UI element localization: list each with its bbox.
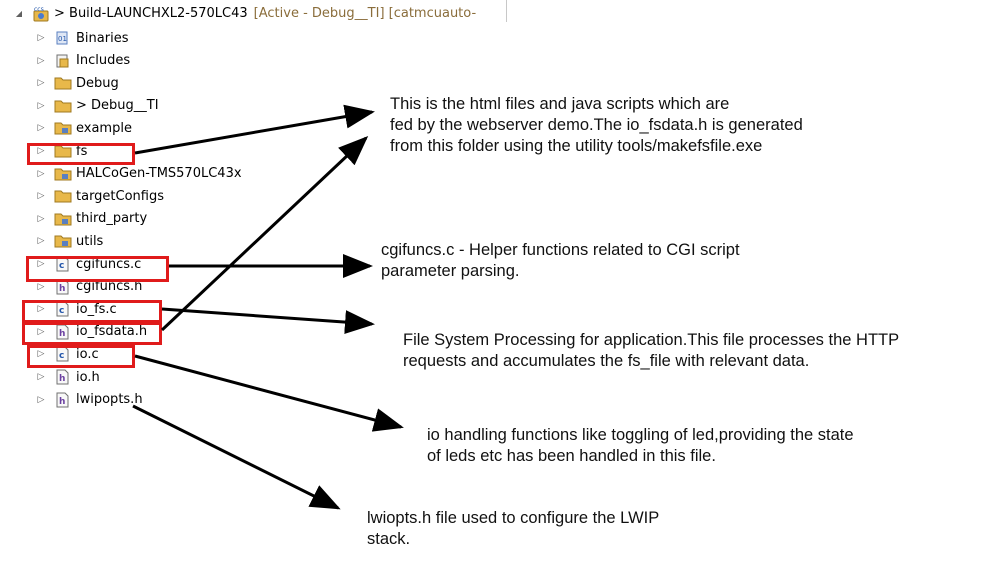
note-io: io handling functions like toggling of l… [427, 426, 854, 465]
note-cgifuncs: cgifuncs.c - Helper functions related to… [381, 241, 740, 280]
tree-item-utils[interactable]: ▷ utils [36, 231, 104, 251]
tree-item-cgifuncs-h[interactable]: ▷ h cgifuncs.h [36, 277, 142, 297]
expand-icon[interactable]: ▷ [37, 78, 45, 89]
expand-icon[interactable]: ▷ [37, 349, 45, 360]
expand-icon[interactable]: ▷ [37, 191, 45, 202]
expand-icon[interactable]: ▷ [37, 55, 45, 66]
arrow-fs [134, 104, 375, 155]
tree-item-label: fs [76, 143, 88, 159]
folder-icon [54, 75, 72, 91]
tree-item-debug[interactable]: ▷ Debug [36, 73, 119, 93]
svg-text:01: 01 [58, 35, 67, 43]
highlight-io-c [27, 345, 135, 368]
tree-item-includes[interactable]: ▷ Includes [36, 51, 131, 71]
expand-icon[interactable]: ▷ [37, 281, 45, 292]
svg-text:c: c [59, 261, 64, 271]
tree-item-label: Includes [76, 53, 131, 69]
view-border [506, 0, 507, 22]
note-io-fs: File System Processing for application.T… [403, 331, 900, 370]
tree-item-lwipopts-h[interactable]: ▷ h lwipopts.h [36, 390, 143, 410]
svg-text:h: h [59, 374, 65, 384]
svg-text:h: h [59, 329, 65, 339]
h-file-icon: h [54, 369, 72, 385]
includes-icon [54, 53, 72, 69]
tree-item-example[interactable]: ▷ example [36, 118, 132, 138]
project-decoration: [Active - Debug__TI] [catmcuauto- [253, 5, 477, 21]
tree-item-fs[interactable]: ▷ fs [36, 141, 88, 161]
tree-item-binaries[interactable]: ▷ 01 Binaries [36, 28, 129, 48]
tree-item-label: example [76, 120, 132, 136]
tree-item-label: targetConfigs [76, 188, 165, 204]
expand-icon[interactable]: ▷ [37, 146, 45, 156]
expand-icon[interactable]: ▷ [37, 304, 45, 315]
tree-item-label: io.c [76, 346, 99, 362]
arrow-io-fsdata [160, 135, 369, 332]
source-folder-icon [54, 120, 72, 136]
expand-icon[interactable]: ▷ [37, 123, 45, 134]
highlight-io-fsdata-h [22, 322, 162, 345]
collapse-icon[interactable]: ◢ [15, 8, 23, 18]
arrow-io [134, 354, 404, 432]
svg-text:c: c [59, 351, 64, 361]
folder-icon [54, 143, 72, 159]
binaries-icon: 01 [54, 30, 72, 46]
ccs-project-icon: ccs [32, 5, 50, 22]
tree-item-io-fs-c[interactable]: ▷ c io_fs.c [36, 299, 117, 319]
note-lwipopts: lwiopts.h file used to configure the LWI… [367, 509, 660, 548]
highlight-io-fs-c [22, 300, 162, 323]
tree-item-io-fsdata-h[interactable]: ▷ h io_fsdata.h [36, 322, 147, 342]
svg-text:h: h [59, 284, 65, 294]
tree-item-label: HALCoGen-TMS570LC43x [76, 166, 242, 182]
expand-icon[interactable]: ▷ [37, 259, 45, 269]
expand-icon[interactable]: ▷ [37, 394, 45, 405]
svg-text:h: h [59, 397, 65, 407]
tree-item-label: io_fsdata.h [76, 324, 148, 340]
tree-item-label: > Debug__TI [76, 98, 159, 114]
expand-icon[interactable]: ▷ [37, 326, 45, 337]
svg-text:c: c [59, 306, 64, 316]
folder-icon [54, 188, 72, 204]
tree-item-label: Binaries [76, 30, 129, 46]
tree-item-label: cgifuncs.c [76, 256, 142, 272]
source-folder-icon [54, 166, 72, 182]
arrow-lwipopts [132, 404, 341, 510]
tree-item-label: cgifuncs.h [76, 279, 143, 295]
expand-icon[interactable]: ▷ [37, 168, 45, 179]
tree-item-label: io.h [76, 369, 100, 385]
highlight-cgifuncs-c [26, 256, 169, 282]
folder-icon [54, 98, 72, 114]
svg-text:ccs: ccs [34, 6, 44, 13]
expand-icon[interactable]: ▷ [37, 33, 45, 43]
source-folder-icon [54, 233, 72, 249]
tree-item-label: utils [76, 233, 104, 249]
arrow-io-fs [161, 307, 375, 335]
expand-icon[interactable]: ▷ [37, 213, 45, 224]
tree-item-io-h[interactable]: ▷ h io.h [36, 367, 100, 387]
source-folder-icon [54, 211, 72, 227]
tree-item-debug-ti[interactable]: ▷ > Debug__TI [36, 96, 159, 116]
tree-item-label: io_fs.c [76, 301, 117, 317]
project-name: > Build-LAUNCHXL2-570LC43 [54, 5, 248, 21]
tree-item-third-party[interactable]: ▷ third_party [36, 209, 148, 229]
expand-icon[interactable]: ▷ [37, 100, 45, 111]
h-file-icon: h [54, 392, 72, 408]
tree-item-targetconfigs[interactable]: ▷ targetConfigs [36, 186, 164, 206]
tree-item-label: Debug [76, 75, 119, 91]
tree-item-cgifuncs-c[interactable]: ▷ c cgifuncs.c [36, 254, 141, 274]
expand-icon[interactable]: ▷ [37, 236, 45, 247]
tree-item-label: lwipopts.h [76, 392, 143, 408]
project-root[interactable]: ◢ ccs > Build-LAUNCHXL2-570LC43 [Active … [14, 3, 476, 23]
expand-icon[interactable]: ▷ [37, 372, 45, 382]
note-fs: This is the html files and java scripts … [390, 95, 803, 155]
highlight-fs [27, 143, 135, 165]
tree-item-label: third_party [76, 211, 148, 227]
tree-item-halcogen[interactable]: ▷ HALCoGen-TMS570LC43x [36, 164, 242, 184]
